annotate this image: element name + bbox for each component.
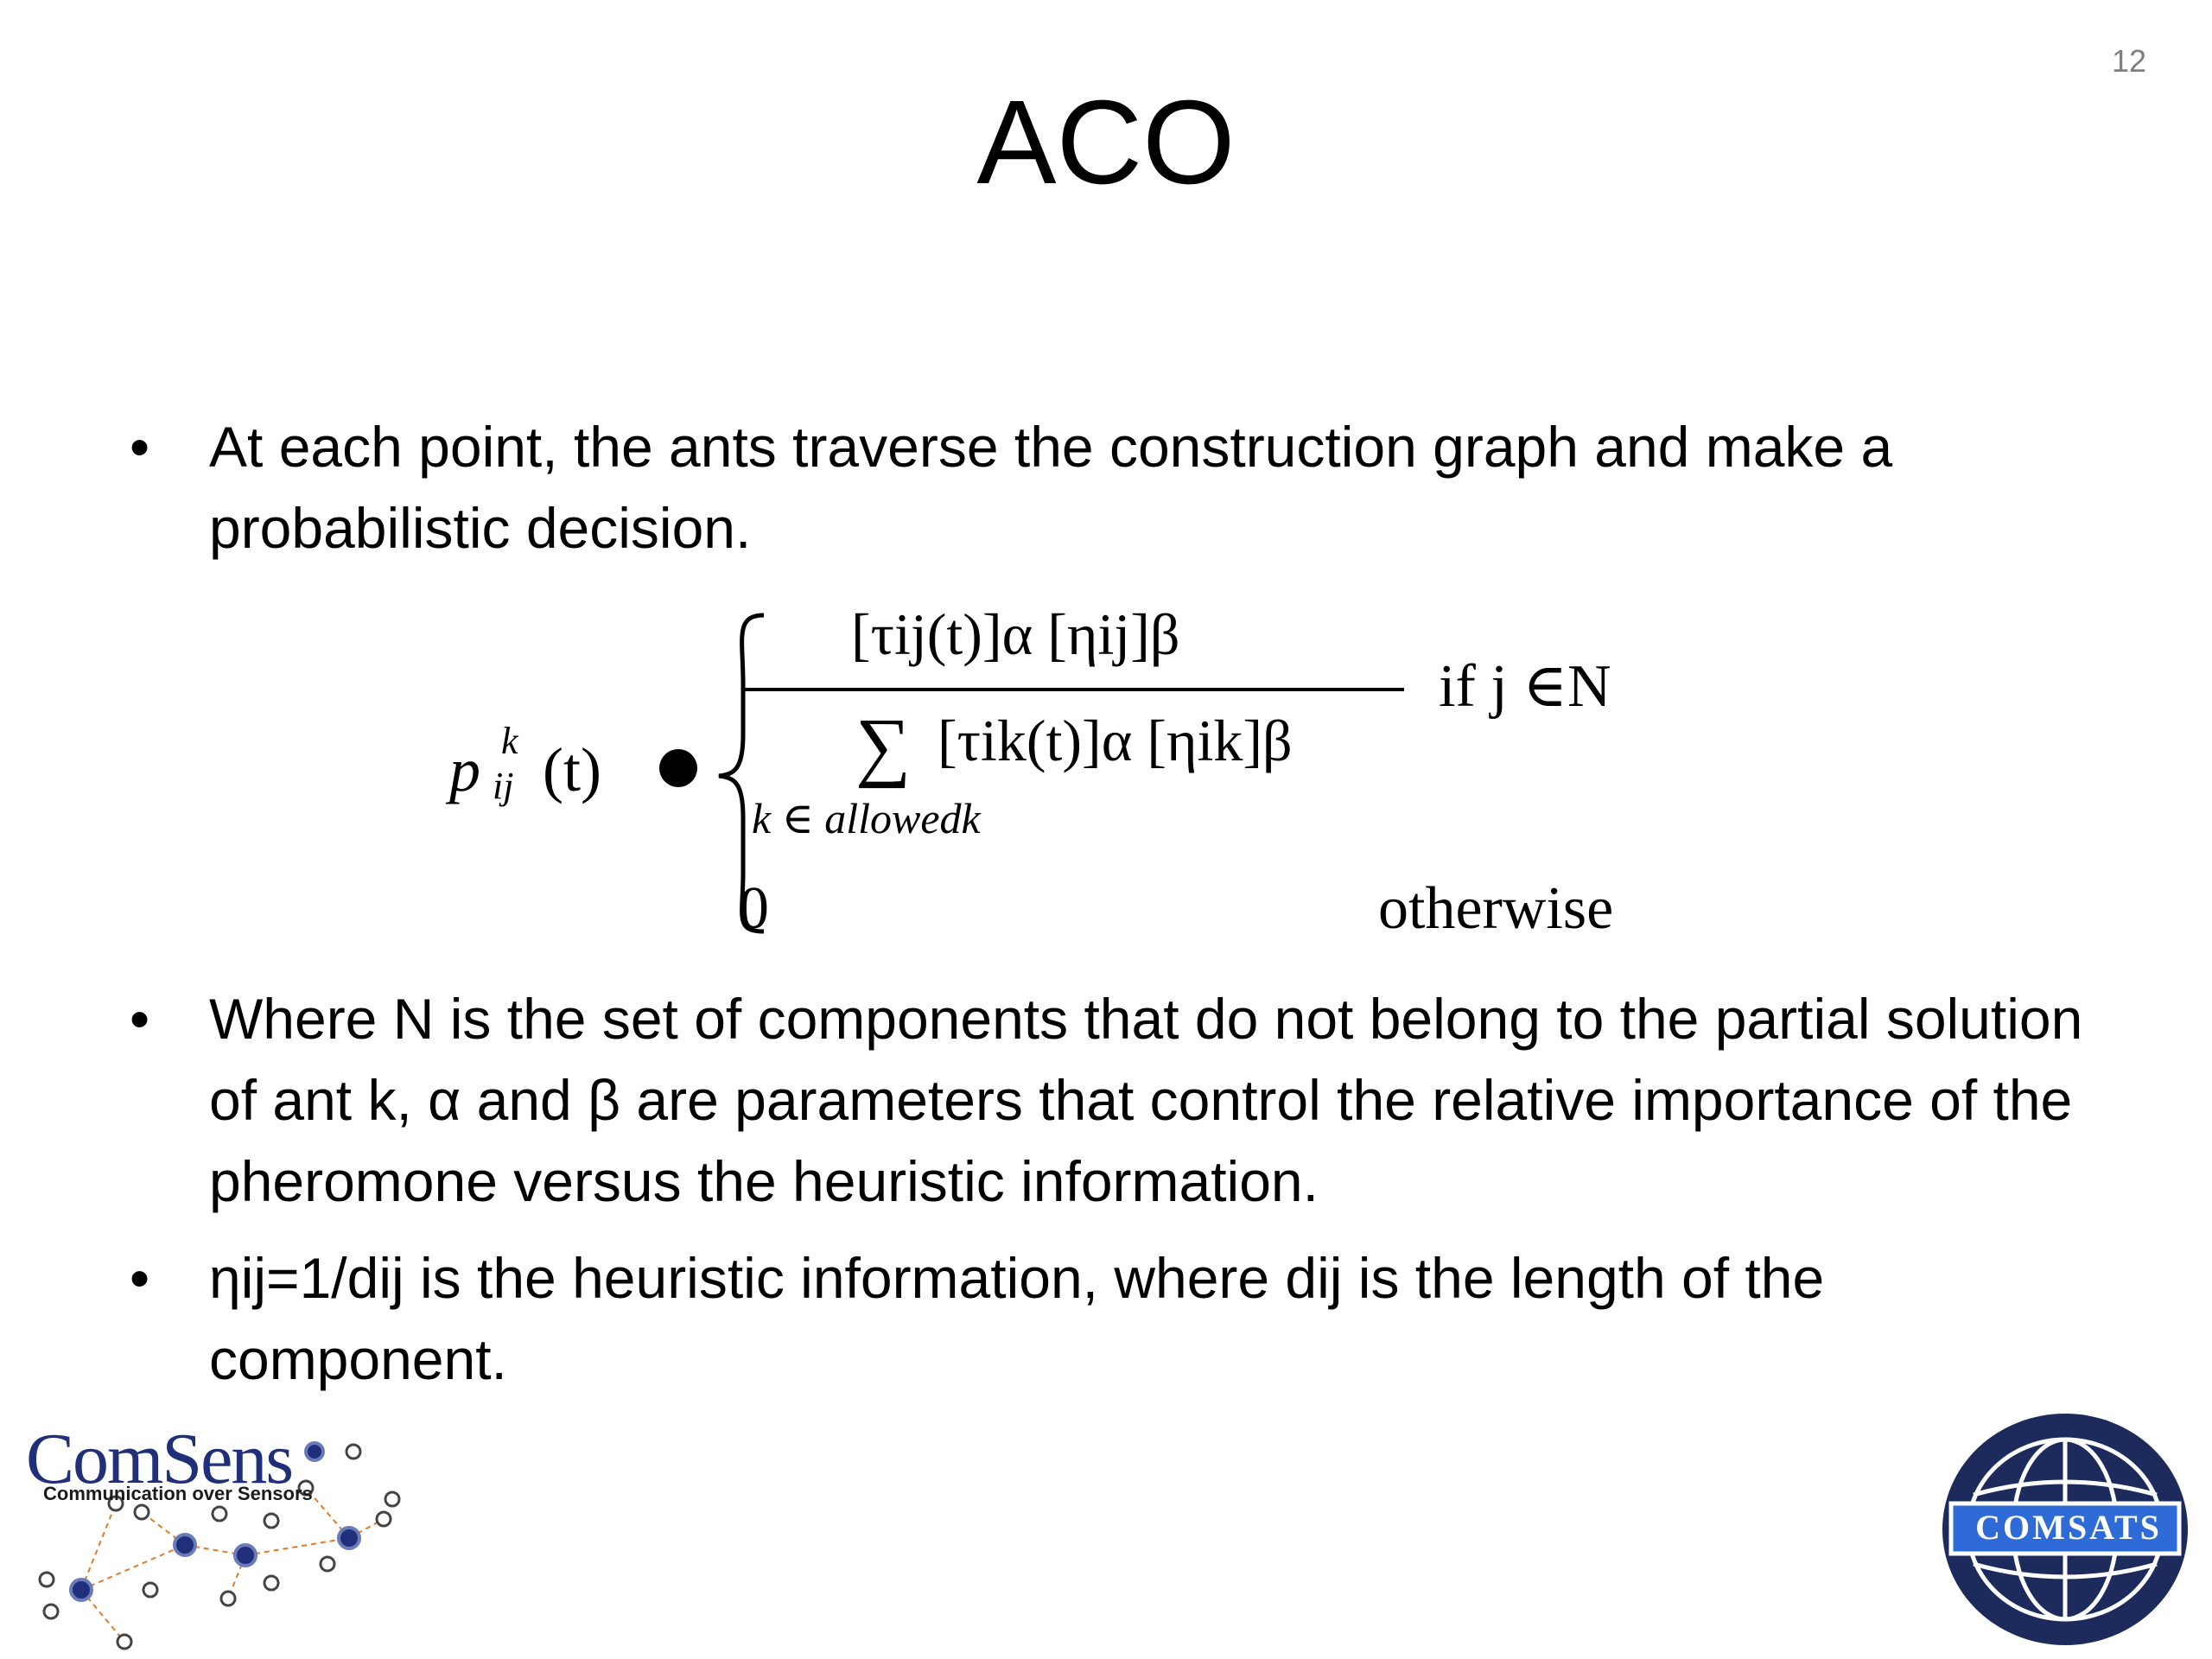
- comsats-logo-text: COMSATS: [1975, 1508, 2162, 1547]
- left-brace: [718, 613, 765, 934]
- formula-denominator: [τik(t)]α [ηik]β: [938, 708, 1293, 773]
- comsats-globe-icon: [1942, 1414, 2188, 1645]
- comsens-tagline: Communication over Sensors: [43, 1483, 313, 1504]
- fraction-bar: [743, 688, 1404, 691]
- formula-lhs: p: [449, 734, 480, 806]
- equals-dot: [659, 749, 697, 787]
- formula-lhs-subscript: ij: [493, 765, 514, 807]
- bullet-marker: •: [130, 1246, 150, 1310]
- slide-title: ACO: [976, 76, 1236, 209]
- comsens-logo-text: ComSens: [26, 1419, 294, 1499]
- formula-sum-range: k ∈ allowedk: [752, 794, 981, 842]
- slide-number: 12: [2111, 43, 2146, 79]
- bullet-marker: •: [130, 987, 150, 1051]
- comsens-network-icon: [38, 1441, 401, 1650]
- bullet-text: Where N is the set of components that do…: [209, 987, 2083, 1213]
- formula-otherwise: otherwise: [1378, 875, 1614, 942]
- bullet-item: • ηij=1/dij is the heuristic information…: [130, 1237, 2100, 1400]
- formula-condition: if j ∈N: [1439, 653, 1611, 720]
- formula-numerator: [τij(t)]α [ηij]β: [851, 601, 1180, 667]
- bullet-marker: •: [130, 415, 150, 479]
- formula-lhs-argument: (t): [543, 735, 601, 804]
- bullet-item: • At each point, the ants traverse the c…: [130, 406, 2100, 569]
- bullet-text: ηij=1/dij is the heuristic information, …: [209, 1246, 1825, 1391]
- bullet-text: At each point, the ants traverse the con…: [209, 415, 1893, 560]
- sum-icon: ∑: [855, 703, 912, 789]
- formula-zero: 0: [739, 875, 769, 942]
- formula-lhs-superscript: k: [501, 720, 518, 762]
- bullet-item: • Where N is the set of components that …: [130, 978, 2100, 1222]
- formula-lhs-symbol: p: [449, 735, 480, 804]
